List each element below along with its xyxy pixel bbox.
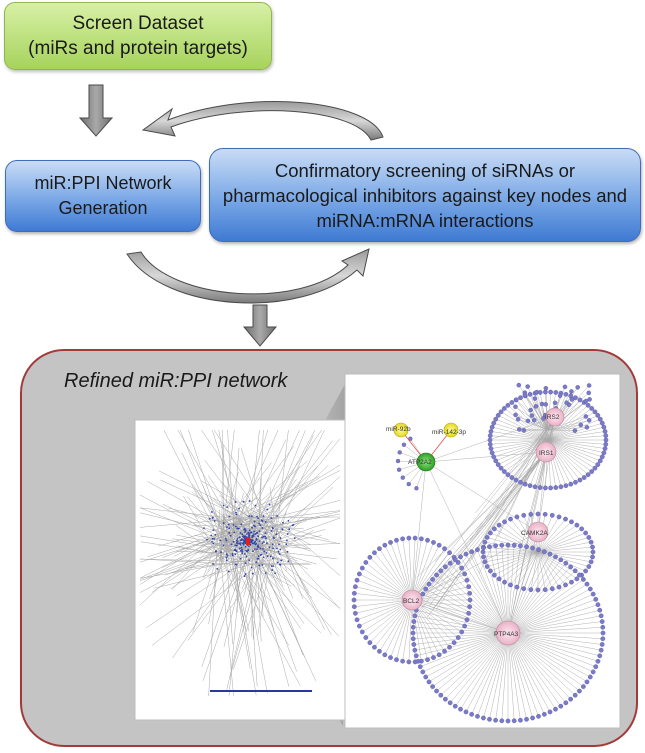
zoomed-network-image: miR-92b miR-142-3p ATP2A2 IRS2 IRS1 CAMK… (344, 373, 621, 729)
feedback-curved-arrow (141, 101, 384, 141)
mirna-node-92b (393, 422, 409, 438)
forward-curved-arrow (126, 248, 370, 304)
bcl2-node (401, 589, 423, 611)
screen-dataset-box: Screen Dataset (miRs and protein targets… (4, 2, 272, 70)
screen-dataset-title: Screen Dataset (72, 13, 204, 34)
label-irs1: IRS1 (539, 450, 554, 457)
network-generation-box: miR:PPI Network Generation (5, 160, 201, 232)
label-irs2: IRS2 (545, 414, 560, 421)
mirna-node-142 (443, 422, 459, 438)
label-mir-92b: miR-92b (386, 426, 411, 433)
down-arrow-1 (78, 84, 114, 137)
label-atp2a2: ATP2A2 (408, 459, 432, 466)
down-arrow-2 (242, 304, 278, 347)
ptp4a3-node (495, 620, 521, 646)
full-network-image (134, 419, 346, 721)
label-mir-142-3p: miR-142-3p (432, 429, 466, 436)
irs2-node (545, 407, 565, 427)
camk2a-node (527, 521, 549, 543)
confirmatory-line1: Confirmatory screening of siRNAs or (274, 159, 576, 181)
label-ptp4a3: PTP4A3 (494, 631, 519, 638)
highlight-node (246, 537, 250, 545)
confirmatory-line2: pharmacological inhibitors against key n… (222, 184, 628, 206)
confirmatory-screening-box: Confirmatory screening of siRNAs or phar… (209, 148, 641, 242)
screen-dataset-subtitle: (miRs and protein targets) (28, 38, 248, 59)
label-camk2a: CAMK2A (521, 530, 548, 537)
refined-network-title: Refined miR:PPI network (64, 370, 288, 392)
network-generation-line1: miR:PPI Network (34, 173, 172, 193)
irs1-node (535, 441, 557, 463)
confirmatory-line3: miRNA:mRNA interactions (316, 209, 534, 231)
label-bcl2: BCL2 (403, 598, 420, 605)
atp2a2-node (416, 452, 436, 472)
network-generation-line2: Generation (58, 198, 148, 218)
